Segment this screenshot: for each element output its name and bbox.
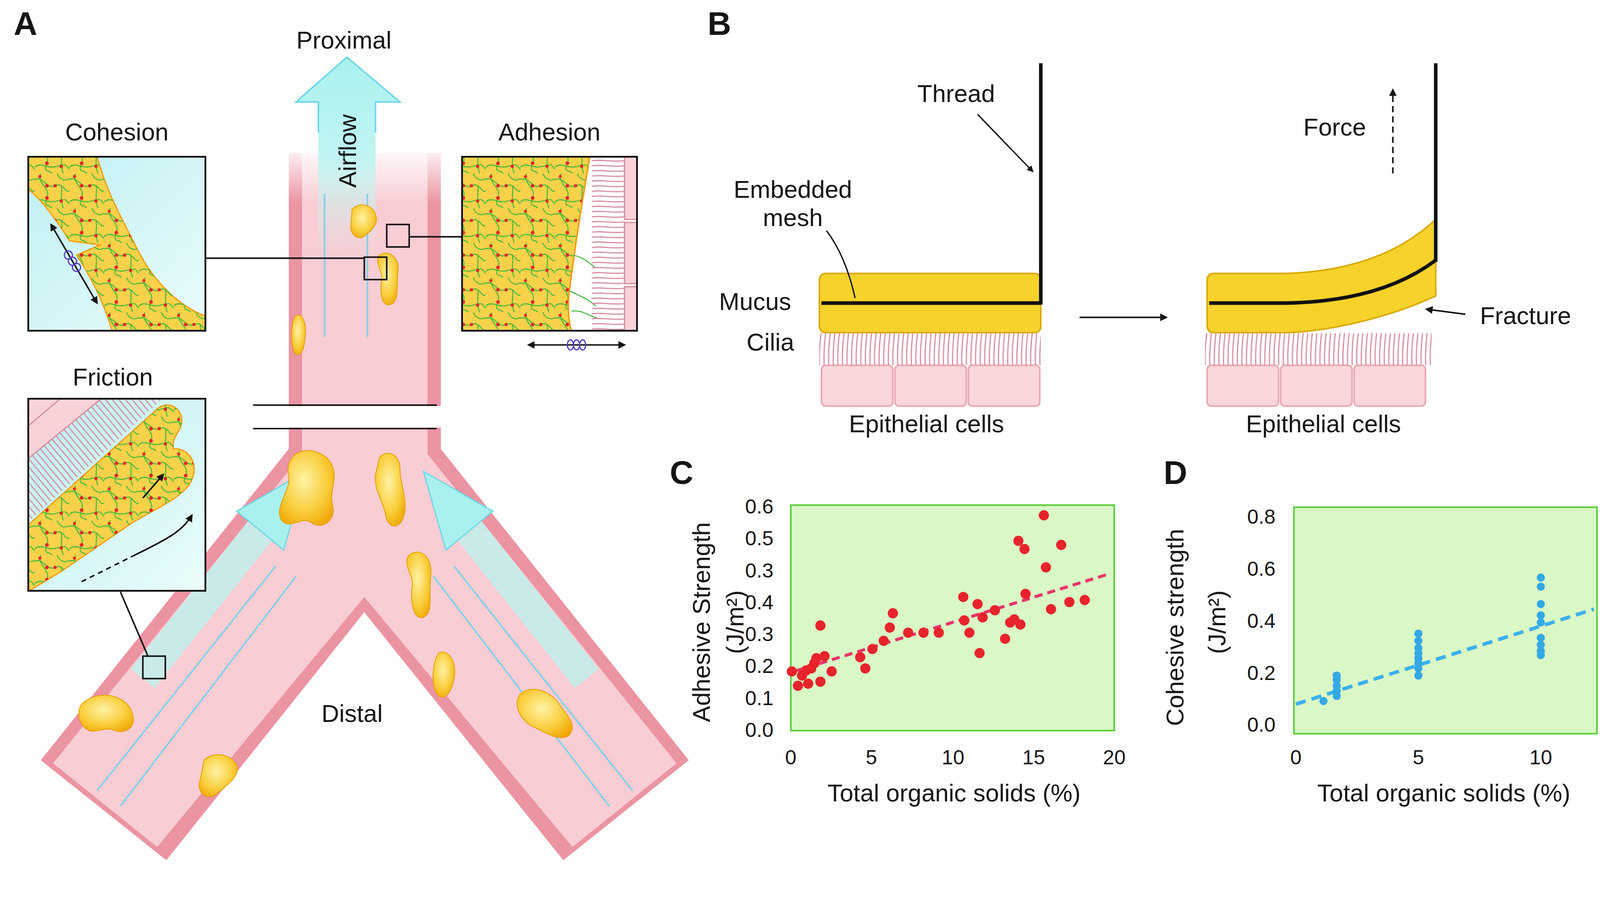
axis-label: Total organic solids (%) xyxy=(827,779,1081,808)
tick-label: 0.0 xyxy=(1247,713,1276,738)
part-label: Cilia xyxy=(746,328,795,357)
tick-label: 0.4 xyxy=(745,591,774,615)
part-label: Fracture xyxy=(1479,302,1571,331)
region-label: Distal xyxy=(321,700,383,729)
axis-label: (J/m²) xyxy=(1203,590,1232,655)
tick-label: 0.3 xyxy=(745,559,774,583)
part-label: Epithelial cells xyxy=(849,410,1005,439)
inset-box: Cohesion xyxy=(27,155,206,332)
part-label: Thread xyxy=(917,79,996,109)
panel-letter: A xyxy=(13,4,38,43)
tick-label: 0.2 xyxy=(1247,661,1276,686)
part-label: Force xyxy=(1303,113,1367,142)
part-label: Epithelial cells xyxy=(1245,410,1401,439)
tick-label: 0 xyxy=(784,746,797,770)
inset-box: Friction xyxy=(27,398,206,592)
part-label: Embedded mesh xyxy=(733,175,853,233)
tick-label: 0.0 xyxy=(745,718,774,743)
tick-label: 10 xyxy=(1529,746,1552,770)
inset-box: Adhesion xyxy=(461,155,638,332)
axis-label: Cohesive strength xyxy=(1161,528,1190,727)
tick-label: 5 xyxy=(1412,746,1425,770)
tick-label: 0.4 xyxy=(1247,609,1276,634)
tick-label: 0.5 xyxy=(745,527,774,551)
tick-label: 20 xyxy=(1103,746,1126,770)
tick-label: 0.2 xyxy=(745,655,774,679)
tick-label: 0.8 xyxy=(1247,505,1276,530)
tick-label: 0.6 xyxy=(1247,557,1276,581)
inset-heading: Adhesion xyxy=(498,118,601,147)
flow-label: Airflow xyxy=(333,114,363,188)
region-label: Proximal xyxy=(296,26,392,56)
inset-heading: Friction xyxy=(72,363,153,392)
tick-label: 0.3 xyxy=(745,623,774,647)
axis-label: Adhesive Strength xyxy=(687,522,717,723)
tick-label: 5 xyxy=(865,746,878,770)
panel-letter: C xyxy=(669,453,694,492)
tick-label: 15 xyxy=(1022,746,1045,770)
tick-label: 0 xyxy=(1290,746,1302,770)
panel-letter: D xyxy=(1163,453,1187,492)
panel-letter: B xyxy=(707,4,732,43)
part-label: Mucus xyxy=(719,288,792,317)
axis-label: Total organic solids (%) xyxy=(1317,779,1571,808)
tick-label: 0.6 xyxy=(745,495,774,519)
tick-label: 10 xyxy=(941,746,965,770)
tick-label: 0.1 xyxy=(745,686,774,711)
inset-heading: Cohesion xyxy=(64,118,169,147)
